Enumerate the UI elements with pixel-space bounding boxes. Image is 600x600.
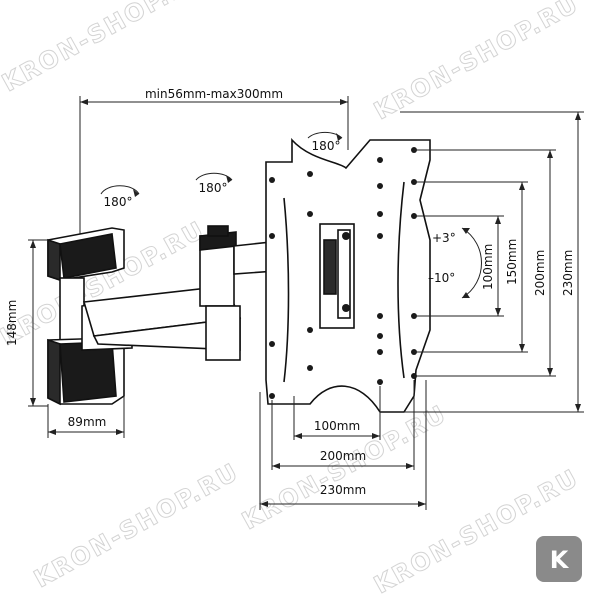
vesa-h-100-dimension: 100mm <box>293 386 381 440</box>
vesa-v-230-label: 230mm <box>561 250 575 296</box>
watermark-text: KRON-SHOP.RU <box>369 0 583 125</box>
wall-plate-width-label: 89mm <box>68 415 107 429</box>
watermark-text: KRON-SHOP.RU <box>0 0 212 97</box>
wall-plate-height-dimension: 148mm <box>5 239 48 407</box>
tilt-indicator: +3° –10° <box>428 227 482 299</box>
wall-swivel-label: 180° <box>104 195 133 209</box>
head-swivel-label: 180° <box>312 139 341 153</box>
vesa-h-200-dimension: 200mm <box>271 380 415 470</box>
arm-swivel-label: 180° <box>199 181 228 195</box>
wall-plate-width-dimension: 89mm <box>47 396 125 438</box>
vesa-v-200-label: 200mm <box>533 250 547 296</box>
vesa-plate <box>265 137 431 413</box>
rotation-wall: 180° <box>100 185 140 209</box>
vesa-v-230-dimension: 230mm <box>400 111 584 413</box>
vesa-v-100-label: 100mm <box>481 244 495 290</box>
vesa-v-100-dimension: 100mm <box>414 215 504 317</box>
arm-extension-label: min56mm-max300mm <box>145 87 283 101</box>
vesa-h-100-label: 100mm <box>314 419 360 433</box>
rotation-head: 180° <box>307 131 343 153</box>
vesa-h-230-label: 230mm <box>320 483 366 497</box>
watermark-text: KRON-SHOP.RU <box>29 457 243 593</box>
wall-plate-height-label: 148mm <box>5 300 19 346</box>
logo-letter: K <box>550 546 570 574</box>
shop-logo-badge: K <box>536 536 582 582</box>
wall-plate <box>47 227 125 406</box>
vesa-v-150-dimension: 150mm <box>414 181 528 353</box>
vesa-v-200-dimension: 200mm <box>414 149 556 377</box>
vesa-h-230-dimension: 230mm <box>259 380 427 510</box>
tilt-up-label: +3° <box>432 231 456 245</box>
rotation-arm: 180° <box>195 172 233 195</box>
arm-extension-dimension: min56mm-max300mm <box>79 87 349 238</box>
vesa-h-200-label: 200mm <box>320 449 366 463</box>
tilt-down-label: –10° <box>428 271 455 285</box>
vesa-v-150-label: 150mm <box>505 239 519 285</box>
